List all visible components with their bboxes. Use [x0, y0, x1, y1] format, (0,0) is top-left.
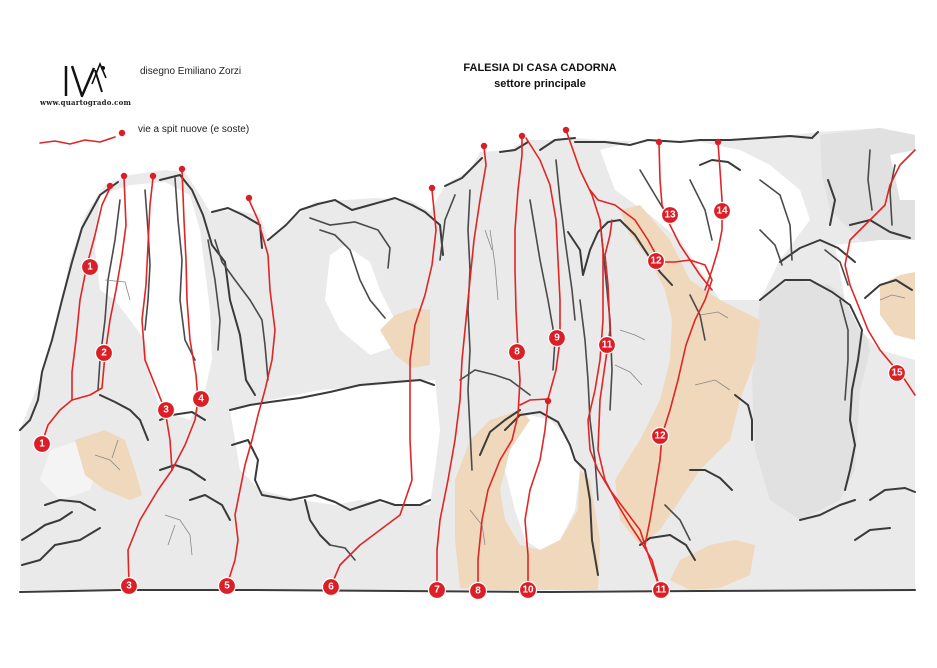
- route-15[interactable]: [844, 149, 916, 396]
- route-2[interactable]: [71, 176, 127, 401]
- earth-patches: [75, 205, 915, 590]
- route-badge[interactable]: 11: [597, 335, 617, 355]
- rock-outlines: [19, 131, 916, 576]
- route-badge[interactable]: 2: [94, 343, 114, 363]
- drawing-credit: disegno Emiliano Zorzi: [140, 66, 242, 77]
- route-badge[interactable]: 12: [650, 426, 670, 446]
- svg-text:7: 7: [434, 585, 440, 596]
- route-badge[interactable]: 15: [887, 363, 907, 383]
- route-badge[interactable]: 10: [518, 580, 538, 600]
- route-5[interactable]: [226, 199, 276, 586]
- anchor-marker[interactable]: [714, 138, 722, 146]
- route-badge[interactable]: 1: [80, 257, 100, 277]
- svg-text:11: 11: [602, 340, 613, 351]
- svg-text:12: 12: [654, 431, 666, 442]
- legend-sample: [39, 129, 126, 145]
- route-badge[interactable]: 7: [427, 580, 447, 600]
- svg-text:15: 15: [891, 368, 903, 379]
- quartogrado-logo: [64, 61, 107, 98]
- route-11[interactable]: [565, 129, 661, 590]
- svg-text:9: 9: [554, 333, 560, 344]
- svg-text:14: 14: [716, 206, 728, 217]
- svg-text:8: 8: [475, 586, 481, 597]
- anchor-marker[interactable]: [480, 142, 488, 150]
- route-9[interactable]: [519, 137, 561, 406]
- svg-text:11: 11: [656, 585, 667, 596]
- svg-text:2: 2: [101, 348, 107, 359]
- route-6[interactable]: [330, 189, 437, 587]
- route-badge[interactable]: 11: [651, 580, 671, 600]
- route-badge[interactable]: 4: [191, 389, 211, 409]
- anchors: [106, 126, 722, 405]
- svg-text:12: 12: [650, 256, 662, 267]
- svg-text:8: 8: [514, 347, 520, 358]
- route-3[interactable]: [127, 177, 173, 586]
- page-title: FALESIA DI CASA CADORNA settore principa…: [440, 60, 640, 92]
- route-8[interactable]: [477, 136, 523, 589]
- route-badge[interactable]: 9: [547, 328, 567, 348]
- legend-label: vie a spit nuove (e soste): [138, 124, 250, 135]
- cracks: [97, 149, 896, 561]
- route-badge[interactable]: 3: [156, 400, 176, 420]
- svg-text:3: 3: [126, 581, 132, 592]
- route-14[interactable]: [704, 142, 723, 291]
- anchor-marker[interactable]: [655, 138, 663, 146]
- route-badge[interactable]: 5: [217, 576, 237, 596]
- route-12[interactable]: [589, 189, 713, 546]
- svg-text:5: 5: [224, 581, 230, 592]
- logo-url: www.quartogrado.com: [40, 98, 132, 107]
- svg-text:3: 3: [163, 405, 169, 416]
- svg-text:10: 10: [522, 585, 534, 596]
- anchor-marker[interactable]: [120, 172, 128, 180]
- anchor-marker[interactable]: [428, 184, 436, 192]
- route-7[interactable]: [436, 146, 487, 588]
- anchor-marker[interactable]: [149, 172, 157, 180]
- svg-text:4: 4: [198, 394, 204, 405]
- route-badge[interactable]: 13: [660, 205, 680, 225]
- anchor-marker[interactable]: [106, 182, 114, 190]
- anchor-marker[interactable]: [518, 132, 526, 140]
- title-line-1: FALESIA DI CASA CADORNA: [463, 62, 617, 74]
- route-badge[interactable]: 1: [32, 434, 52, 454]
- routes: [41, 129, 916, 590]
- route-badge[interactable]: 8: [468, 581, 488, 601]
- route-10[interactable]: [524, 400, 549, 589]
- anchor-marker[interactable]: [178, 165, 186, 173]
- anchor-marker[interactable]: [544, 397, 552, 405]
- svg-text:6: 6: [328, 582, 334, 593]
- route-badge[interactable]: 8: [507, 342, 527, 362]
- route-1[interactable]: [41, 187, 111, 444]
- svg-text:13: 13: [664, 210, 676, 221]
- svg-text:1: 1: [39, 439, 45, 450]
- route-badge[interactable]: 6: [321, 577, 341, 597]
- route-badge[interactable]: 12: [646, 251, 666, 271]
- ground-line: [19, 589, 916, 593]
- title-line-2: settore principale: [494, 78, 586, 90]
- route-11b[interactable]: [597, 219, 661, 590]
- route-badge[interactable]: 3: [119, 576, 139, 596]
- route-13[interactable]: [658, 142, 713, 291]
- route-badges: 1 1 2 3 3 4 5 6 7 8 8 9 10 11 11 12 12 1…: [32, 201, 907, 601]
- svg-text:1: 1: [87, 262, 93, 273]
- route-badge[interactable]: 14: [712, 201, 732, 221]
- route-4[interactable]: [171, 169, 199, 471]
- anchor-marker[interactable]: [245, 194, 253, 202]
- anchor-marker[interactable]: [562, 126, 570, 134]
